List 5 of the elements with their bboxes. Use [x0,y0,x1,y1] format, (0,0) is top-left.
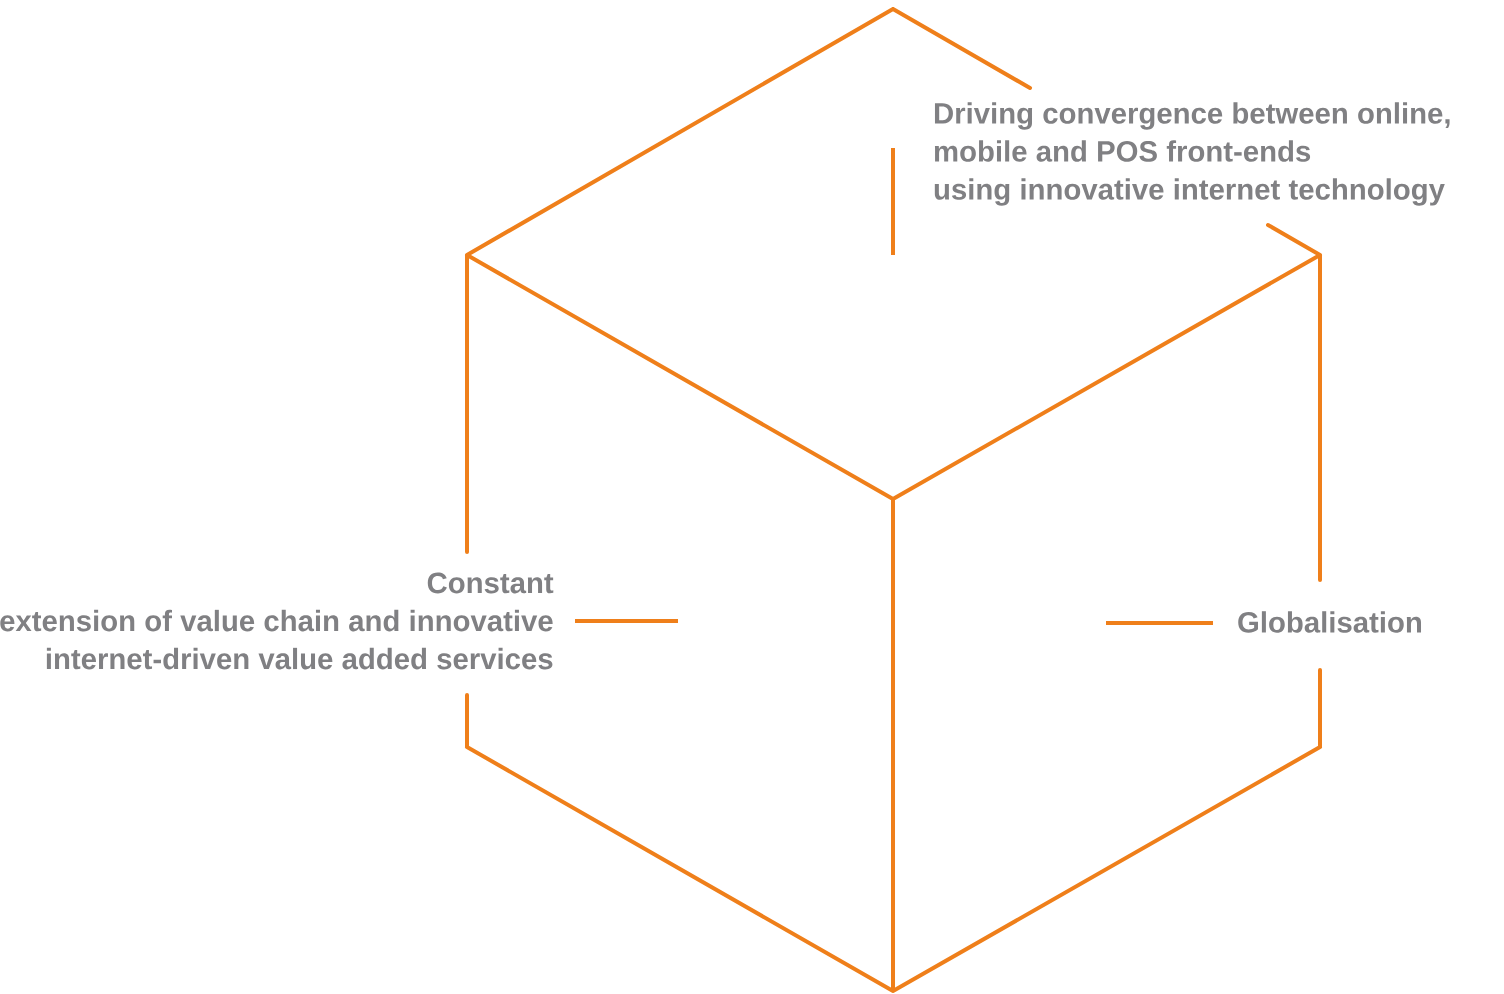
leader-line [891,148,895,255]
callout-text: Globalisation [1238,611,1421,633]
callout-text: Driving convergence between online, mobile and POS front-ends using innovative internet technology [934,102,1450,206]
callout-text: Constant extension of value chain and innovative internet-driven value added services [0,572,554,670]
leader-line [575,619,678,623]
